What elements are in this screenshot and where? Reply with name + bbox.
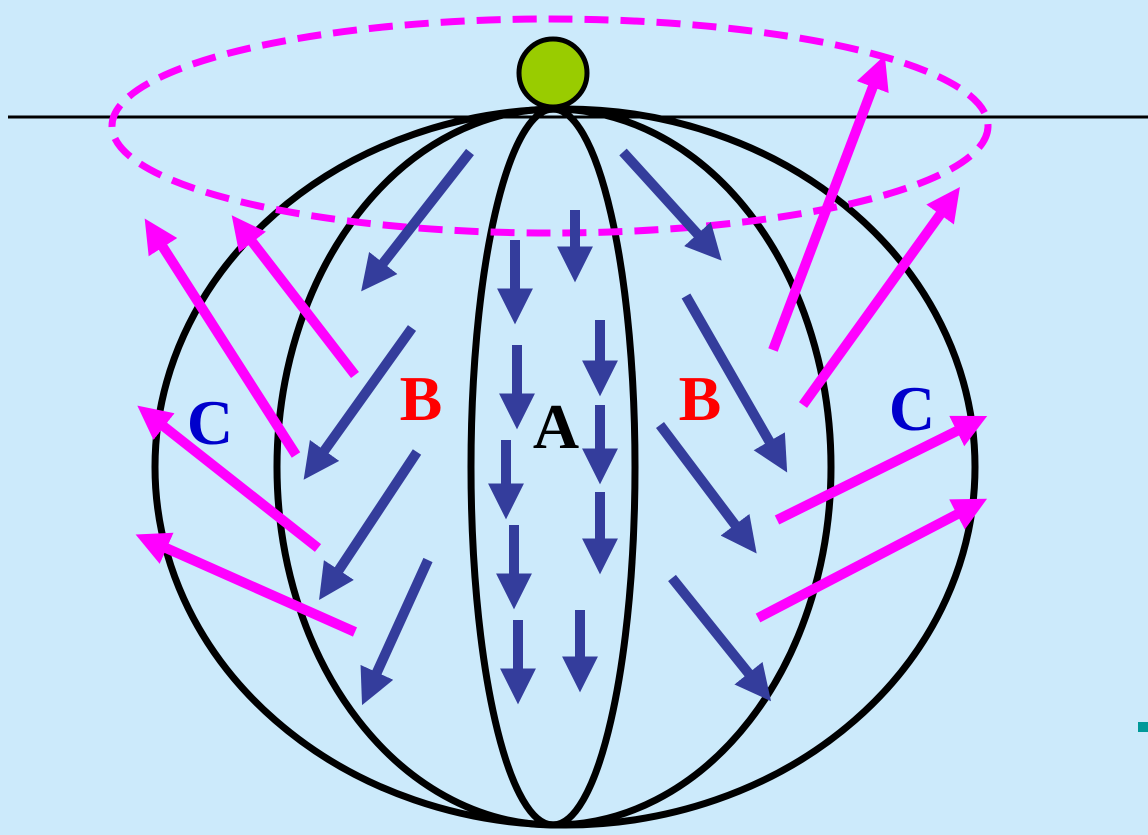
label-a: A <box>533 391 579 462</box>
label-b-right: B <box>679 363 722 434</box>
outward-arrow <box>774 415 988 525</box>
outward-arrow <box>144 218 301 458</box>
label-c-right: C <box>889 373 935 444</box>
inward-arrow <box>361 148 474 292</box>
inward-arrow <box>619 148 722 261</box>
sphere-outline <box>151 105 979 829</box>
dashed-ring <box>108 15 992 237</box>
inward-arrow <box>668 574 772 702</box>
outward-arrow <box>768 55 889 352</box>
inward-arrow <box>319 449 422 601</box>
sphere-inner-meridian <box>273 105 835 829</box>
label-c-left: C <box>187 387 233 458</box>
inward-arrows <box>303 148 788 706</box>
outward-arrow <box>135 532 358 637</box>
outward-arrow <box>755 498 988 623</box>
inward-arrow <box>681 293 788 473</box>
outward-arrow <box>137 405 322 552</box>
corner-mark <box>1138 722 1148 732</box>
sphere-center-meridian <box>467 105 639 829</box>
outward-arrow <box>798 186 960 408</box>
outward-arrow <box>231 215 359 379</box>
top-ball <box>516 36 590 110</box>
inward-arrow <box>656 421 757 554</box>
inward-arrow <box>303 325 417 480</box>
outward-arrows <box>135 55 988 637</box>
inward-arrow <box>360 557 433 706</box>
label-b-left: B <box>400 363 443 434</box>
